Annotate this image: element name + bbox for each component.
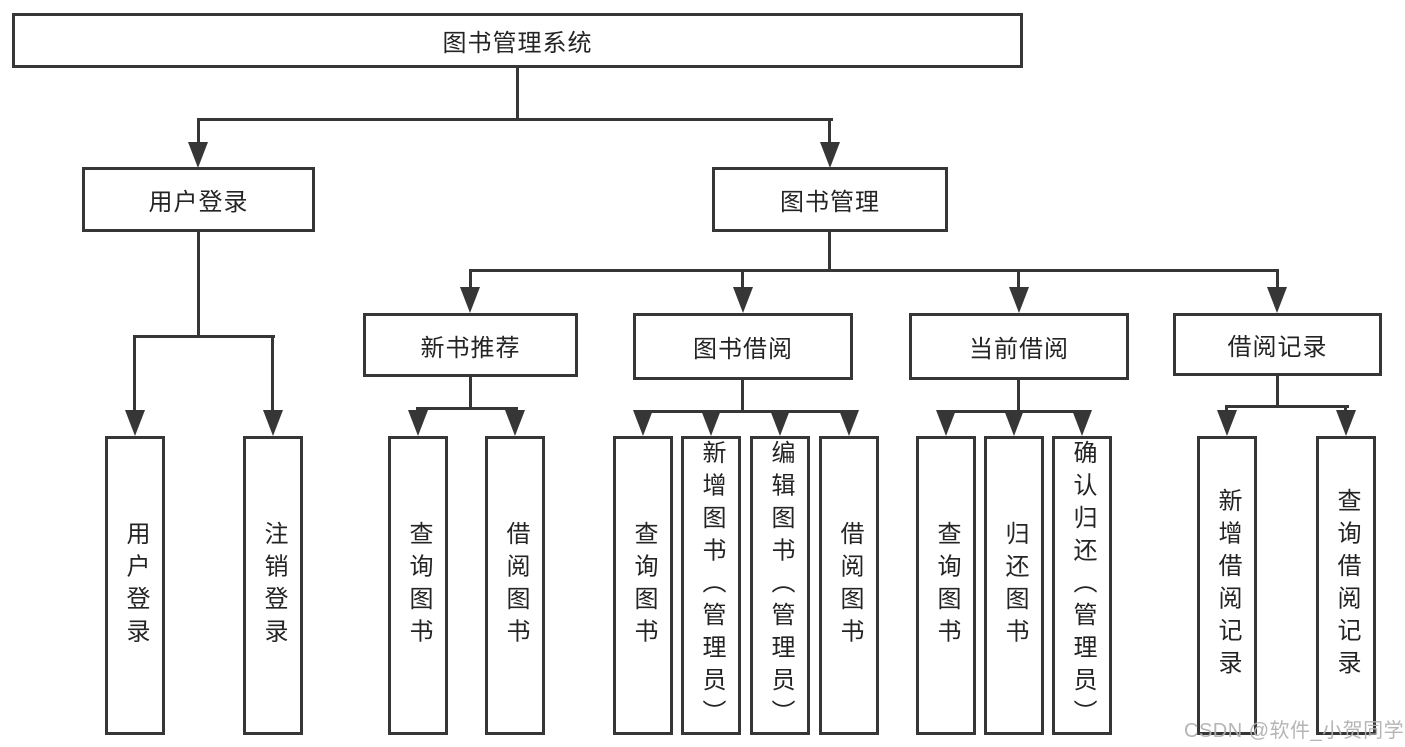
node-user-login-label: 用户登录 [148,189,249,216]
leaf-add-book-admin: 新增图书（管理员） [681,436,741,735]
node-user-login: 用户登录 [82,167,315,232]
connector-current-borrow-stem [1017,378,1020,413]
arrowhead-down-icon [505,410,525,436]
connector-book-borrow-split [641,410,851,413]
arrowhead-down-icon [1004,410,1024,436]
connector-borrow-record-drop-2 [1344,405,1347,413]
connector-root-stem [516,66,519,120]
connector-new-book-stem [469,375,472,409]
connector-borrow-record-stem [1276,374,1279,407]
leaf-logout: 注销登录 [243,436,303,735]
connector-root-left-drop [197,118,200,144]
arrowhead-down-icon [188,142,208,168]
leaf-query-borrow-record-label: 查询借阅记录 [1333,488,1360,683]
leaf-borrow-book-1: 借阅图书 [485,436,545,735]
leaf-query-book-2: 查询图书 [613,436,673,735]
leaf-borrow-book-1-label: 借阅图书 [502,520,529,651]
arrowhead-down-icon [1336,410,1356,436]
node-current-borrow-label: 当前借阅 [969,336,1069,363]
leaf-return-book: 归还图书 [984,436,1044,735]
node-new-book-recommend-label: 新书推荐 [420,334,521,362]
connector-book-borrow-stem [741,378,744,413]
leaf-user-login-label: 用户登录 [122,520,149,651]
leaf-query-borrow-record: 查询借阅记录 [1316,436,1376,735]
node-book-management-label: 图书管理 [780,189,880,216]
csdn-watermark: CSDN @软件_小贺同学 [1184,720,1405,742]
connector-borrow-record-split [1225,405,1349,408]
connector-user-login-stem [197,230,200,337]
node-borrow-record: 借阅记录 [1173,313,1382,376]
arrowhead-down-icon [1267,287,1287,313]
arrowhead-down-icon [1009,287,1029,313]
arrowhead-down-icon [701,410,721,436]
connector-user-login-left-drop [133,335,136,412]
connector-book-mgmt-stem [828,230,831,272]
arrowhead-down-icon [633,410,653,436]
arrowhead-down-icon [770,410,790,436]
arrowhead-down-icon [1072,410,1092,436]
connector-book-mgmt-drop-3 [1017,269,1020,289]
leaf-borrow-book-2: 借阅图书 [819,436,879,735]
node-book-management: 图书管理 [712,167,948,232]
leaf-edit-book-admin-label: 编辑图书（管理员） [767,439,794,732]
node-book-borrow-label: 图书借阅 [693,336,793,363]
leaf-edit-book-admin: 编辑图书（管理员） [750,436,810,735]
leaf-confirm-return-admin: 确认归还（管理员） [1052,436,1112,735]
arrowhead-down-icon [263,410,283,436]
leaf-confirm-return-admin-label: 确认归还（管理员） [1069,439,1096,732]
leaf-query-book-3: 查询图书 [916,436,976,735]
leaf-return-book-label: 归还图书 [1001,520,1028,651]
connector-root-split [197,118,833,121]
node-new-book-recommend: 新书推荐 [363,313,578,377]
node-book-borrow: 图书借阅 [633,313,853,380]
connector-new-book-split [416,407,518,410]
node-borrow-record-label: 借阅记录 [1227,334,1328,361]
arrowhead-down-icon [733,287,753,313]
connector-book-mgmt-drop-2 [741,269,744,289]
leaf-query-book-1: 查询图书 [388,436,448,735]
leaf-query-book-2-label: 查询图书 [630,520,657,651]
arrowhead-down-icon [1217,410,1237,436]
arrowhead-down-icon [408,410,428,436]
arrowhead-down-icon [936,410,956,436]
connector-book-mgmt-split [469,269,1279,272]
arrowhead-down-icon [460,287,480,313]
leaf-user-login: 用户登录 [105,436,165,735]
connector-root-right-drop [828,118,831,144]
node-root: 图书管理系统 [12,13,1023,68]
node-root-label: 图书管理系统 [442,30,593,57]
connector-user-login-split [133,335,275,338]
leaf-query-book-1-label: 查询图书 [405,520,432,651]
connector-borrow-record-drop-1 [1225,405,1228,413]
leaf-add-book-admin-label: 新增图书（管理员） [698,439,725,732]
leaf-add-borrow-record-label: 新增借阅记录 [1214,488,1241,683]
leaf-logout-label: 注销登录 [260,520,287,651]
connector-book-mgmt-drop-4 [1276,269,1279,289]
connector-user-login-right-drop [271,335,274,412]
node-current-borrow: 当前借阅 [909,313,1129,380]
arrowhead-down-icon [839,410,859,436]
connector-book-mgmt-drop-1 [469,269,472,289]
arrowhead-down-icon [820,142,840,168]
leaf-add-borrow-record: 新增借阅记录 [1197,436,1257,735]
leaf-query-book-3-label: 查询图书 [933,520,960,651]
leaf-borrow-book-2-label: 借阅图书 [836,520,863,651]
arrowhead-down-icon [125,410,145,436]
